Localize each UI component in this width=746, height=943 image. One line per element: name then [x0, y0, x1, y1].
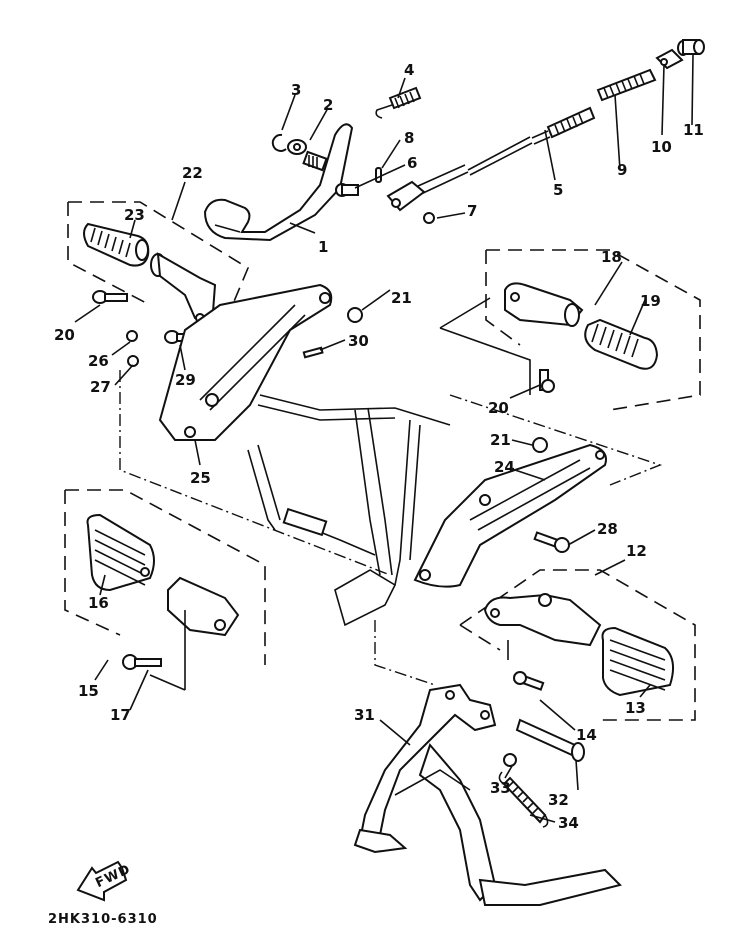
bolt-28 — [533, 531, 570, 553]
bolt-30 — [302, 346, 324, 359]
callout-10: 10 — [651, 138, 672, 156]
callout-7: 7 — [467, 202, 477, 220]
bolt-20b — [539, 369, 555, 393]
stand-alignment — [374, 620, 436, 686]
bolt-20a — [92, 290, 128, 304]
callout-21b: 21 — [490, 431, 511, 449]
callout-32: 32 — [548, 791, 569, 809]
callout-5: 5 — [553, 181, 563, 199]
spring-4 — [375, 86, 422, 119]
group-18-outline — [485, 249, 701, 411]
callout-23: 23 — [124, 206, 145, 224]
circlip-3 — [271, 133, 287, 152]
callout-14: 14 — [576, 726, 597, 744]
alignment-lines — [119, 370, 663, 576]
callout-15: 15 — [78, 682, 99, 700]
clevis-pin-6 — [335, 183, 359, 197]
callout-4: 4 — [404, 61, 414, 79]
callout-33: 33 — [490, 779, 511, 797]
footrest-rubber-13 — [601, 626, 675, 697]
callout-27: 27 — [90, 378, 111, 396]
callout-3: 3 — [291, 81, 301, 99]
spring-9 — [596, 68, 657, 102]
group-12-outline — [459, 569, 696, 721]
callout-6: 6 — [407, 154, 417, 172]
callout-8: 8 — [404, 129, 414, 147]
diagram-code: 2HK310-6310 — [48, 912, 158, 927]
main-stand-31 — [353, 683, 622, 906]
adjusting-nut-11 — [677, 39, 705, 56]
brake-pedal — [203, 123, 354, 242]
callout-13: 13 — [625, 699, 646, 717]
washer-33 — [503, 753, 517, 767]
callout-30: 30 — [348, 332, 369, 350]
fwd-arrow-icon: FWD — [76, 860, 133, 902]
callout-34: 34 — [558, 814, 579, 832]
callout-24: 24 — [494, 458, 515, 476]
callout-18: 18 — [601, 248, 622, 266]
nut-21a — [347, 307, 363, 323]
callout-17: 17 — [110, 706, 131, 724]
bolt-14 — [513, 671, 545, 691]
callout-26: 26 — [88, 352, 109, 370]
brake-rod-5 — [386, 106, 596, 212]
footrest-rubber-16 — [86, 513, 155, 592]
nut-27 — [127, 355, 139, 367]
leader-lines — [74, 54, 694, 823]
footrest-bar-15 — [167, 576, 240, 637]
footrest-rubber-19 — [584, 318, 659, 370]
footrest-rubber-23 — [83, 222, 150, 267]
nut-7 — [423, 212, 435, 224]
callout-11: 11 — [683, 121, 704, 139]
pedal-shaft — [302, 150, 328, 172]
footrest-bar-12 — [483, 593, 602, 647]
footrest-bracket-25 — [158, 283, 333, 441]
callout-29: 29 — [175, 371, 196, 389]
pin-8 — [375, 167, 382, 183]
callout-28: 28 — [597, 520, 618, 538]
callout-25: 25 — [190, 469, 211, 487]
bolt-17 — [122, 654, 162, 670]
callout-19: 19 — [640, 292, 661, 310]
callout-9: 9 — [617, 161, 627, 179]
callout-20a: 20 — [54, 326, 75, 344]
footrest-bar-18 — [504, 282, 584, 327]
callout-31: 31 — [354, 706, 375, 724]
footrest-bracket-24 — [413, 443, 607, 588]
group-15-outline — [64, 489, 266, 665]
callout-22: 22 — [182, 164, 203, 182]
callout-20b: 20 — [488, 399, 509, 417]
callout-2: 2 — [323, 96, 333, 114]
frame — [247, 394, 451, 627]
callout-labels: 3 2 4 8 6 7 5 9 10 11 1 22 23 20 26 27 2… — [54, 61, 704, 832]
callout-16: 16 — [88, 594, 109, 612]
group-22-outline — [67, 201, 250, 331]
callout-12: 12 — [626, 542, 647, 560]
joint-10 — [655, 48, 684, 70]
bolt-26 — [126, 330, 138, 342]
nut-21b — [532, 437, 548, 453]
stand-pin-32 — [515, 718, 585, 762]
stand-spring-34 — [498, 771, 549, 828]
callout-21a: 21 — [391, 289, 412, 307]
callout-1: 1 — [318, 238, 328, 256]
